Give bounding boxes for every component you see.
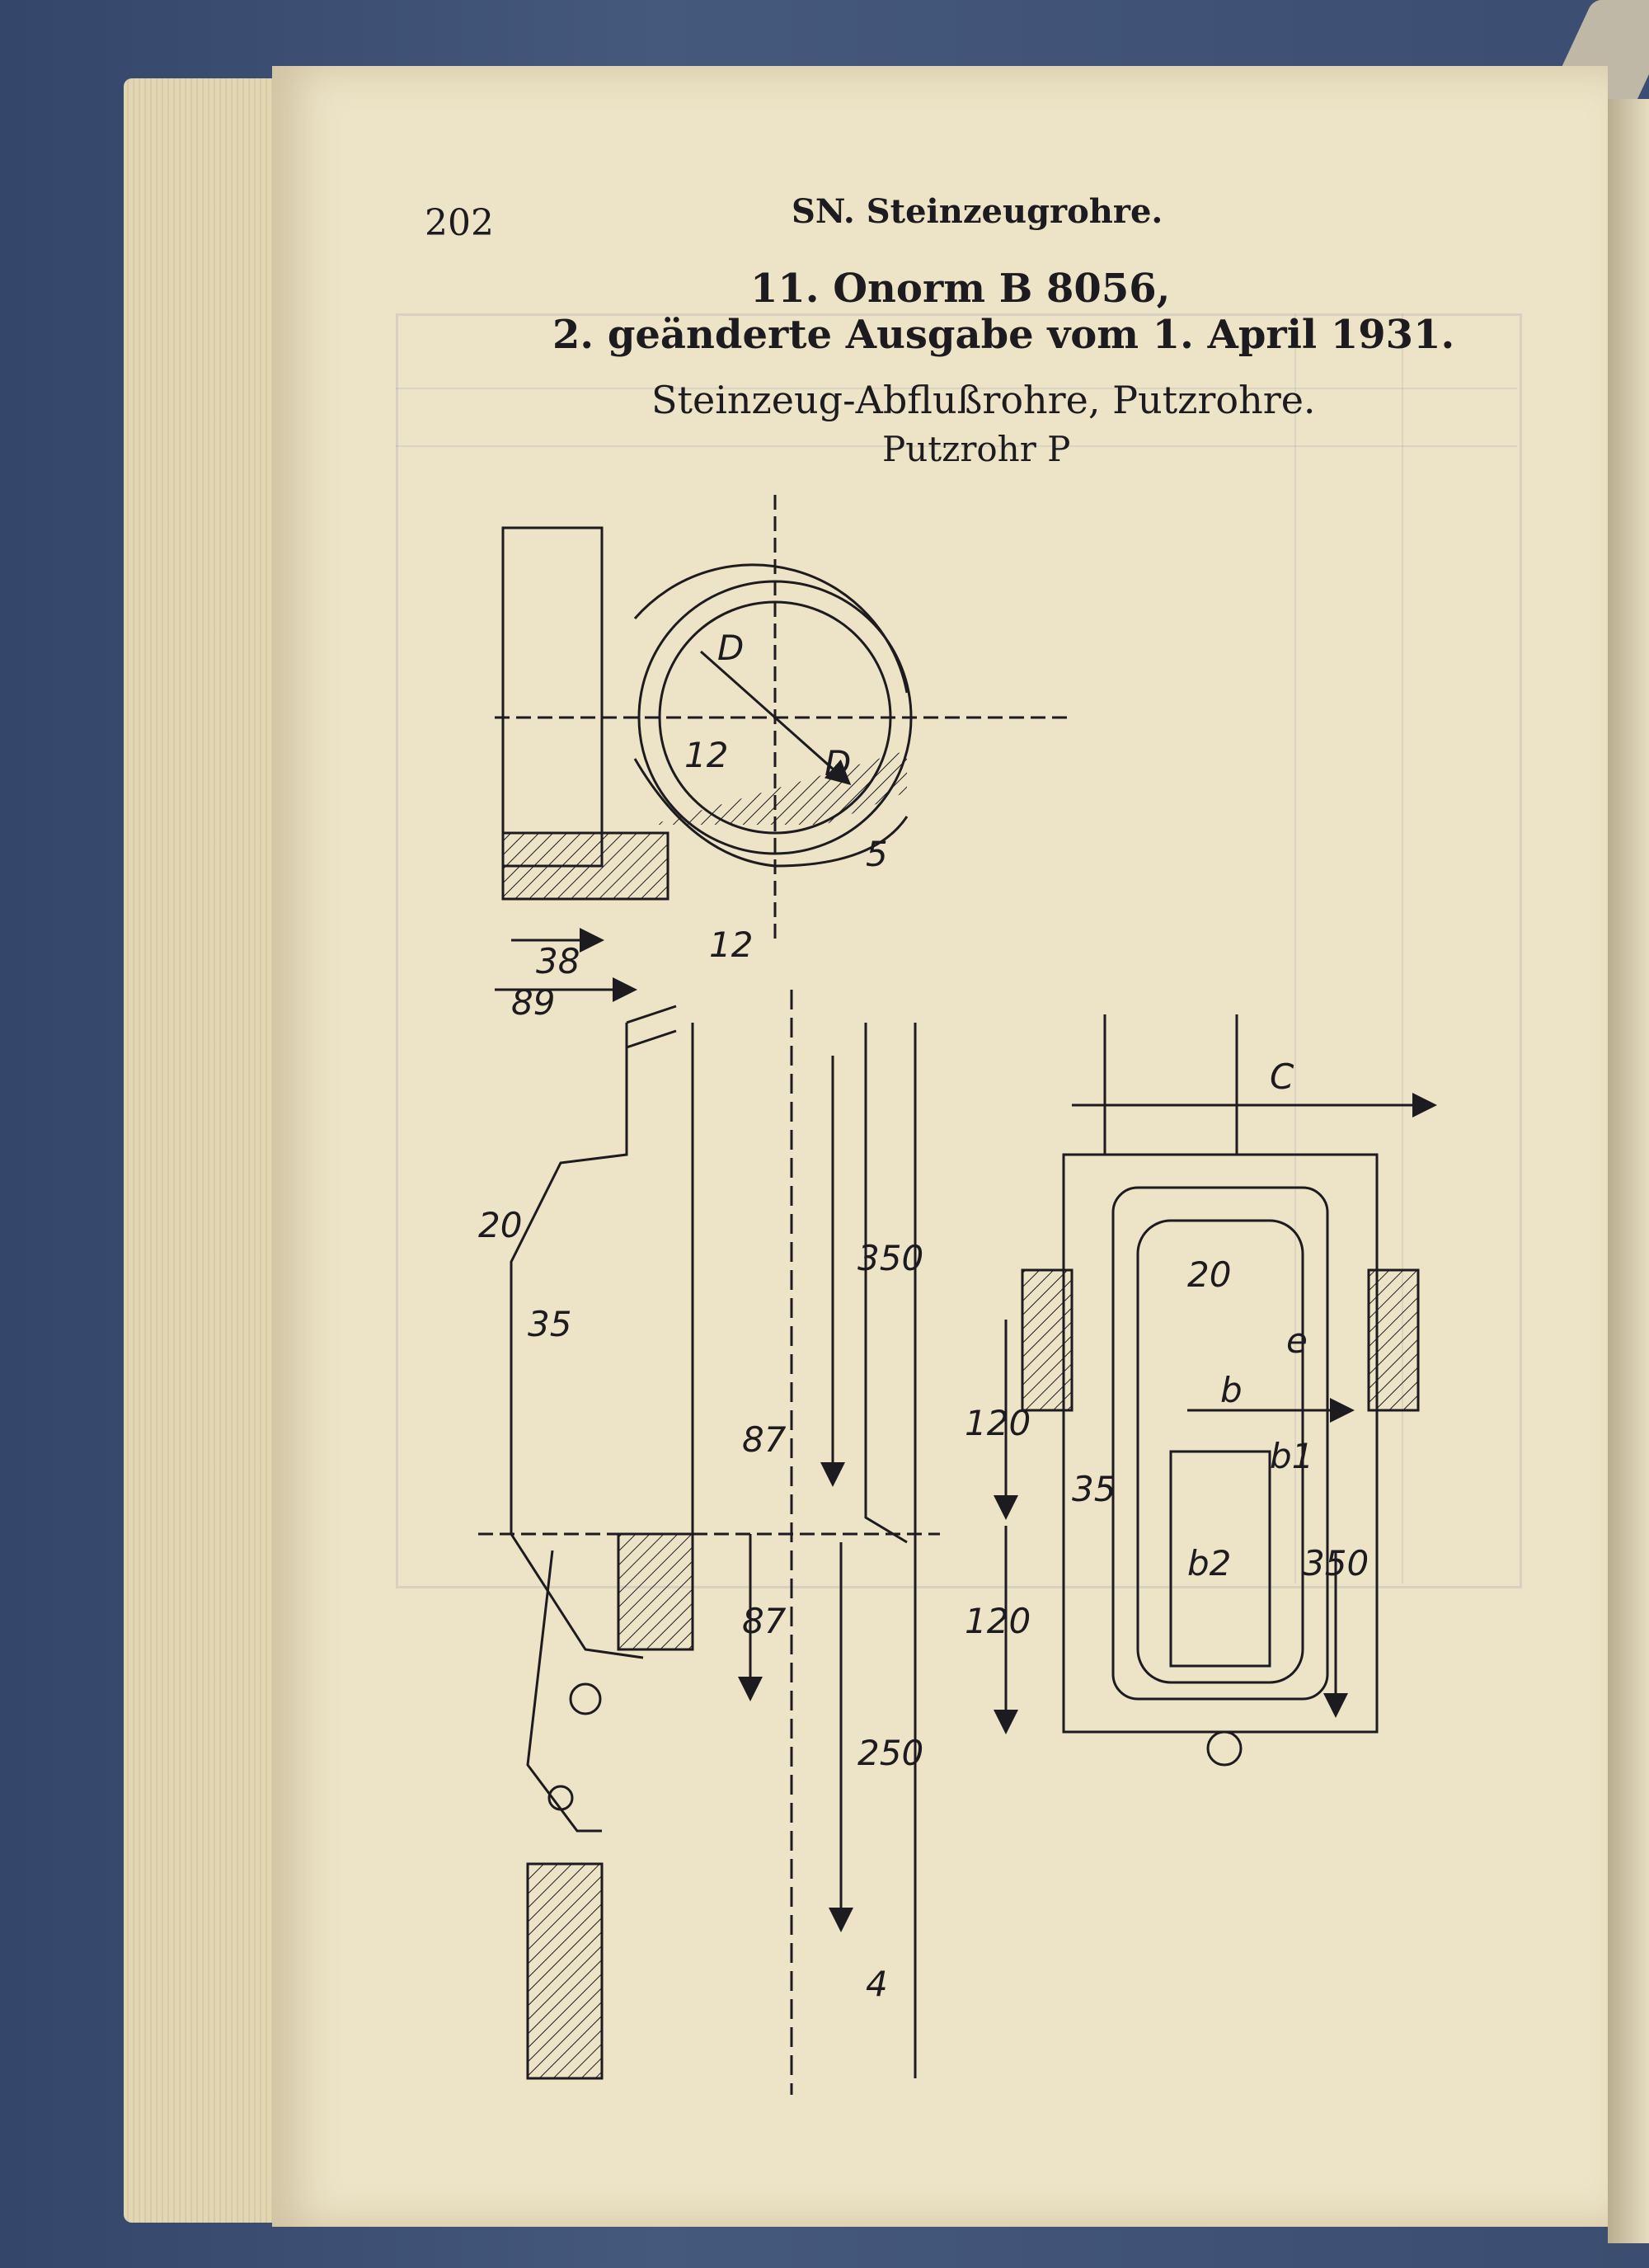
- front-elevation-view: [994, 1014, 1437, 1767]
- dimension-label: 12: [684, 735, 728, 775]
- dimension-label: 350: [1303, 1543, 1369, 1583]
- dimension-label: b2: [1187, 1543, 1231, 1583]
- show-through-line: [396, 388, 1517, 389]
- dimension-label: e: [1286, 1320, 1308, 1361]
- dimension-label: 5: [866, 834, 888, 874]
- dimension-label: 20: [1187, 1254, 1231, 1295]
- figure-caption: Putzrohr P: [882, 429, 1071, 469]
- show-through-line: [1294, 313, 1296, 1583]
- dimension-label: b1: [1270, 1436, 1313, 1476]
- show-through-table: [396, 313, 1522, 1588]
- technical-drawing: D D 12 5 12 38 89 20 35 87 87 350 250 4 …: [478, 495, 1437, 2095]
- dimension-label: D: [717, 628, 744, 668]
- dimension-label: 350: [857, 1238, 923, 1278]
- show-through-line: [1402, 313, 1403, 1583]
- dimension-label: 120: [965, 1403, 1031, 1443]
- book-page: [272, 66, 1608, 2227]
- section-subtitle: Steinzeug-Abflußrohre, Putzrohre.: [651, 378, 1316, 422]
- dimension-label: 35: [528, 1304, 571, 1344]
- dimension-label: 250: [857, 1733, 923, 1773]
- dimension-label: 38: [536, 941, 580, 981]
- show-through-line: [396, 445, 1517, 447]
- side-elevation-view: [478, 990, 940, 2095]
- dimension-label: 89: [511, 982, 555, 1023]
- page-number: 202: [425, 202, 494, 244]
- page-edges: [124, 78, 280, 2223]
- cross-section-view: [495, 495, 1072, 1002]
- dimension-label: b: [1220, 1370, 1243, 1410]
- running-head: SN. Steinzeugrohre.: [792, 192, 1163, 231]
- section-title-line-2: 2. geänderte Ausgabe vom 1. April 1931.: [552, 312, 1455, 358]
- dimension-label: 120: [965, 1601, 1031, 1641]
- dimension-label: 4: [866, 1964, 888, 2004]
- section-title-line-1: 11. Onorm B 8056,: [750, 266, 1171, 312]
- dimension-label: D: [824, 743, 851, 783]
- dimension-label: 35: [1072, 1469, 1116, 1509]
- dimension-label: 87: [742, 1419, 787, 1460]
- dimension-label: 20: [478, 1205, 522, 1245]
- facing-page-edge: [1608, 99, 1649, 2243]
- dimension-label: 12: [709, 925, 753, 965]
- dimension-label: C: [1270, 1056, 1294, 1097]
- dimension-label: 87: [742, 1601, 787, 1641]
